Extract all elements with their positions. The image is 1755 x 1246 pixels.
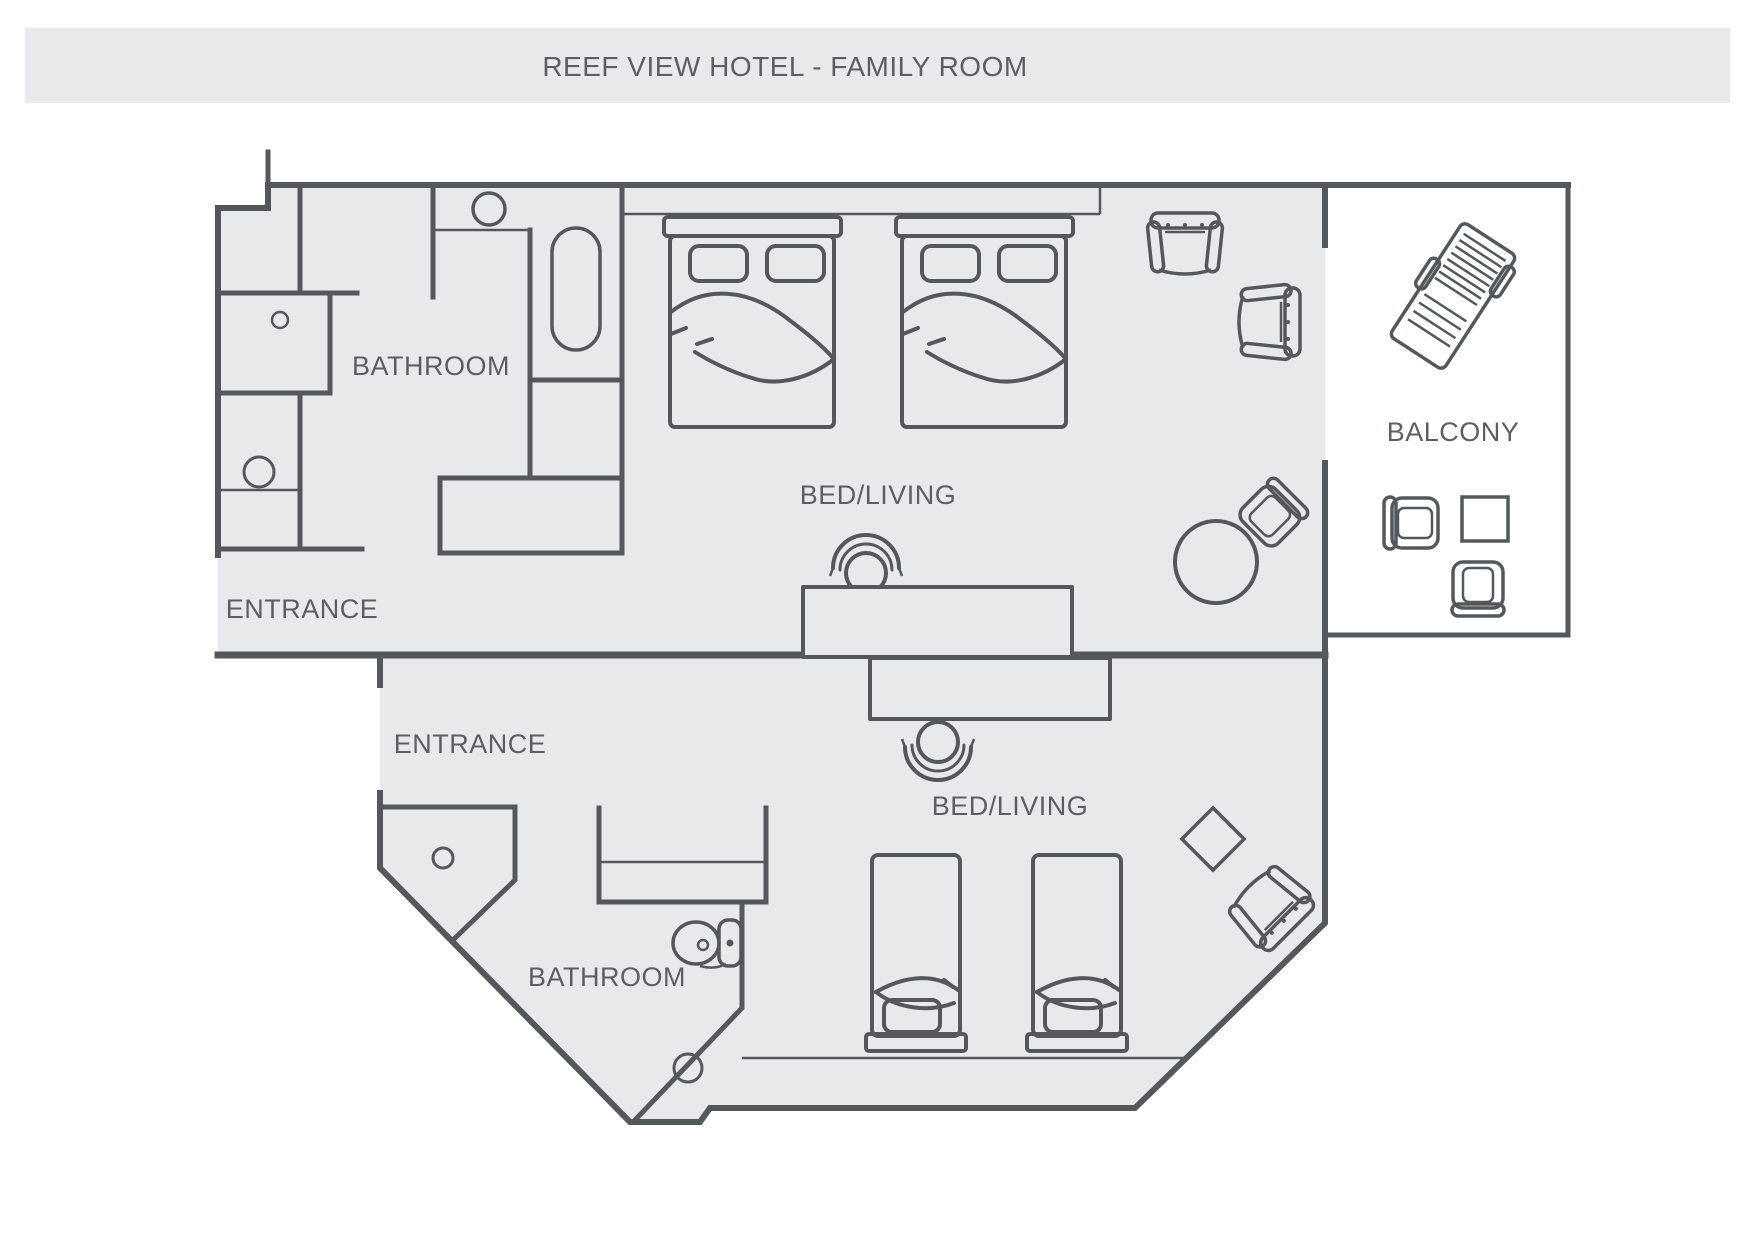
label-bed-living-lower: BED/LIVING [932,791,1089,821]
balcony-furniture [1382,222,1517,618]
wardrobe-icon [437,475,625,556]
shelf-ledge-top [622,187,1102,216]
bathtub-icon [550,226,602,352]
desk-chair-icon [828,533,904,595]
wall-lower-unit [377,655,1328,1125]
sink-icon [431,846,455,870]
floor-areas [218,185,1568,1122]
label-bed-living-upper: BED/LIVING [800,480,957,510]
closet-nook [596,805,769,905]
round-table-icon [1173,519,1259,605]
desk-icon [868,656,1112,721]
vanity-counter [377,804,518,945]
title-banner [25,28,1730,103]
sink-icon [270,310,290,330]
walls [214,149,1571,1125]
wall-tub-nook [527,227,625,481]
sun-lounger-icon [1389,222,1517,370]
lower-unit-furniture [864,656,1321,1053]
room-labels: BATHROOM ENTRANCE BED/LIVING BALCONY ENT… [226,351,1520,992]
toilet-icon [671,918,743,969]
label-bathroom-upper: BATHROOM [352,351,510,381]
desk-icon [801,585,1074,659]
side-table-icon [1179,805,1247,873]
label-bathroom-lower: BATHROOM [528,962,686,992]
square-table-icon [1460,495,1510,543]
toilet-icon [471,191,507,227]
desk-chair-icon [900,720,976,782]
upper-unit-furniture [662,211,1312,659]
wall-balcony [1322,182,1571,638]
washer-icon [242,455,276,489]
label-entrance-lower: ENTRANCE [394,729,547,759]
wall-top [215,182,1571,211]
lower-unit-floor [380,658,1325,1122]
label-balcony: BALCONY [1387,417,1520,447]
upper-unit-floor [218,185,1325,655]
fixtures [242,191,743,1084]
counter-box [215,290,333,396]
label-entrance-upper: ENTRANCE [226,594,379,624]
balcony-floor [1325,185,1568,635]
porthole-icon [672,1052,704,1084]
page-title: REEF VIEW HOTEL - FAMILY ROOM [542,51,1027,82]
